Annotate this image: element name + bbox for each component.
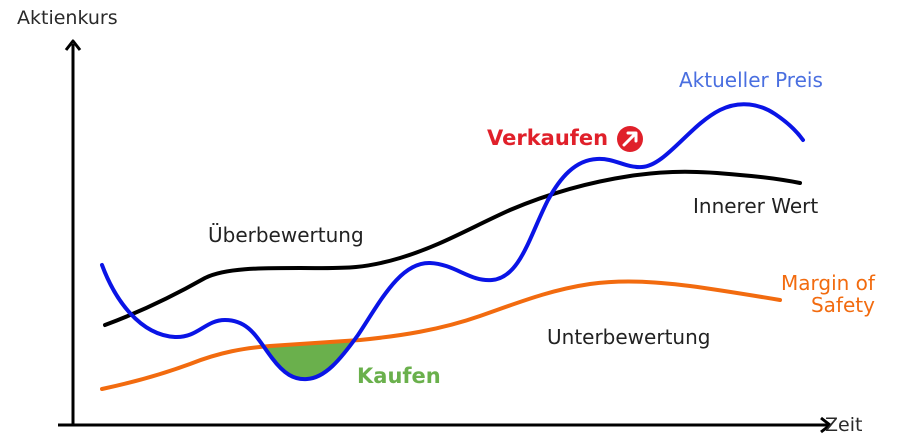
intrinsic-value-label: Innerer Wert [693, 194, 819, 218]
buy-label: Kaufen [357, 364, 441, 388]
intrinsic-value-line [103, 169, 802, 327]
overvalued-label: Überbewertung [208, 223, 364, 247]
current-price-label: Aktueller Preis [679, 68, 823, 92]
sell-arrow-icon [617, 126, 643, 152]
y-axis [64, 39, 82, 425]
sell-label: Verkaufen [487, 126, 609, 150]
margin-label-line2: Safety [810, 293, 875, 317]
margin-of-safety-label: Margin of Safety [781, 273, 875, 315]
y-axis-label: Aktienkurs [17, 7, 118, 29]
x-axis [58, 416, 832, 434]
margin-label-line1: Margin of [781, 271, 875, 295]
current-price-line [100, 102, 805, 382]
margin-of-safety-line [100, 279, 782, 391]
x-axis-label: Zeit [825, 414, 863, 436]
undervalued-label: Unterbewertung [547, 325, 711, 349]
